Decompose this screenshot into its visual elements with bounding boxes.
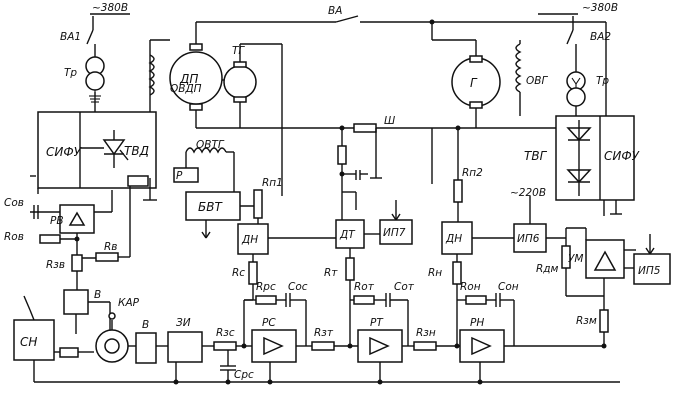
tachogenerator-tg (223, 61, 257, 103)
label-sh: Ш (384, 115, 395, 127)
label-coc: Сос (288, 281, 308, 293)
current-feedback-section (335, 123, 413, 346)
label-va1: ВА1 (60, 31, 81, 43)
label-rv-res: Rв (104, 241, 117, 253)
transformer-right (566, 71, 586, 107)
label-ovtg: ОВТГ (196, 139, 225, 151)
label-supply-220: ~220В (510, 187, 546, 199)
label-tr-right: Тр (596, 75, 609, 87)
label-supply-right: ~380В (582, 2, 618, 14)
label-con: Сон (498, 281, 519, 293)
label-zi: ЗИ (176, 317, 191, 329)
sifu-tvd-block-left (30, 111, 157, 201)
label-p: Р (176, 170, 183, 182)
label-rv: РВ (50, 215, 64, 227)
label-rt: Rт (324, 267, 338, 279)
field-winding-ovdp (148, 54, 155, 96)
label-ip7: ИП7 (383, 227, 406, 239)
label-rdm: Rдм (536, 263, 559, 275)
label-cov: Сов (4, 197, 24, 209)
label-um: УМ (568, 253, 583, 265)
label-rzt: Rзт (314, 327, 334, 339)
label-dn-left: ДН (241, 234, 258, 246)
label-va2: ВА2 (590, 31, 611, 43)
speed-setter-section (13, 289, 620, 383)
label-ron: Rон (460, 281, 481, 293)
label-rzc: Rзс (216, 327, 235, 339)
power-wiring (86, 13, 607, 196)
label-kar: КАР (118, 297, 140, 309)
label-sifu-left: СИФУ (46, 145, 82, 159)
label-rn-reg: РН (470, 317, 484, 329)
um-amplifier (561, 227, 671, 346)
transformer-left (85, 56, 105, 103)
generator-section (431, 40, 566, 346)
label-rot: Rот (354, 281, 375, 293)
label-rpc: Rрс (256, 281, 276, 293)
label-rp2: Rп2 (462, 167, 483, 179)
label-rt-reg: РТ (370, 317, 384, 329)
label-supply-left: ~380В (92, 2, 128, 14)
label-sn: СН (20, 335, 37, 349)
label-rov: Rов (4, 231, 24, 243)
label-tg: ТГ (232, 45, 245, 57)
labels: ~380В ВА1 Тр СИФУ ТВД ОВДП Сов Rов РВ Rв… (4, 2, 661, 381)
label-rzv: Rзв (46, 259, 65, 271)
junctions (74, 19, 607, 385)
label-bvt: БВТ (198, 200, 223, 214)
label-rp1: Rп1 (262, 177, 283, 189)
label-dn-right: ДН (445, 233, 462, 245)
label-va: ВА (328, 5, 342, 17)
voltage-regulator-section (413, 293, 604, 382)
drive-motor-dp (169, 43, 223, 111)
label-tvd: ТВД (124, 144, 149, 158)
label-tvg: ТВГ (524, 149, 548, 163)
label-dt: ДТ (339, 229, 356, 241)
label-g: Г (470, 76, 478, 90)
label-v-bot: В (142, 319, 149, 331)
label-ip5: ИП5 (638, 265, 661, 277)
label-dp: ДП (179, 72, 198, 86)
tachogenerator-section (173, 147, 340, 301)
label-ovdp: ОВДП (170, 83, 202, 95)
sifu-tvg-block-right (555, 115, 635, 216)
rv-regulator (30, 186, 131, 290)
label-rzm: Rзм (576, 315, 597, 327)
label-crc: Срс (234, 369, 254, 381)
label-rc: Rс (232, 267, 245, 279)
label-rzn: Rзн (416, 327, 436, 339)
current-regulator-section (311, 293, 414, 382)
label-rs: РС (262, 317, 276, 329)
label-sifu-right: СИФУ (604, 149, 640, 163)
label-ovg: ОВГ (526, 75, 548, 87)
label-rn: Rн (428, 267, 442, 279)
label-cot: Сот (394, 281, 415, 293)
label-v-top: В (94, 289, 101, 301)
label-ip6: ИП6 (517, 233, 540, 245)
label-tr-left: Тр (64, 67, 77, 79)
generator-g (451, 55, 501, 109)
